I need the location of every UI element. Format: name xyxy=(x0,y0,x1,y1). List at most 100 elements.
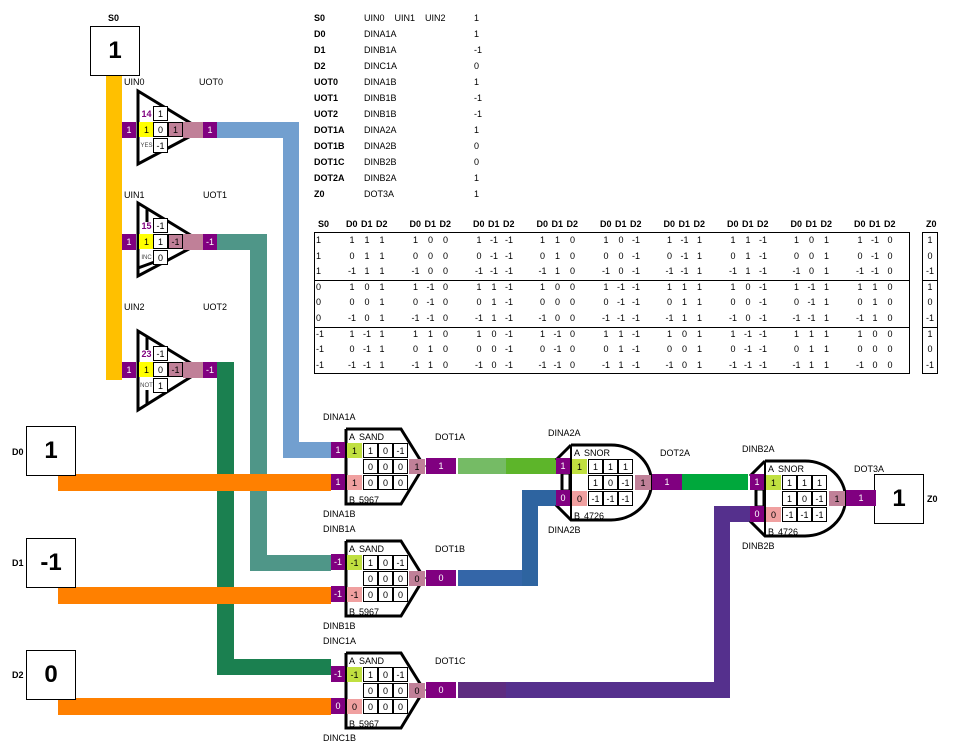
header-d2: D2 xyxy=(439,219,452,229)
table-cell: 1 xyxy=(379,359,385,370)
d1-input[interactable]: -1 xyxy=(26,538,76,588)
table-cell: 1 xyxy=(491,297,497,308)
table-cell: 0 xyxy=(887,297,893,308)
result-cell: 1 xyxy=(829,491,845,506)
table-cell: 1 xyxy=(857,328,863,339)
output-label: DOT2A xyxy=(660,448,691,458)
header-s0: S0 xyxy=(318,219,330,229)
table-cell: -1 xyxy=(504,297,513,308)
truth-cell: 0 xyxy=(363,571,378,586)
table-cell: -1 xyxy=(631,359,640,370)
table-cell: -1 xyxy=(631,281,640,292)
table-cell: 1 xyxy=(412,328,418,339)
table-cell-s0: 0 xyxy=(316,297,322,308)
mapping-targets: DINA1A xyxy=(364,29,397,39)
input-a-label: DINB1A xyxy=(323,524,356,534)
table-cell: 0 xyxy=(569,344,575,355)
uin2-label: UIN2 xyxy=(124,302,145,312)
gate-kind: INC xyxy=(141,254,152,261)
table-cell: 0 xyxy=(491,344,497,355)
table-cell: 1 xyxy=(793,235,799,245)
mapping-value: 0 xyxy=(474,157,480,167)
table-cell: 1 xyxy=(696,297,702,308)
table-cell: 0 xyxy=(539,250,545,261)
s0-input[interactable]: 1 xyxy=(90,26,140,76)
selector-cell: 1 xyxy=(139,362,154,377)
wire-d1 xyxy=(58,587,331,604)
truth-cell: -1 xyxy=(393,443,408,458)
output-label: DOT1B xyxy=(435,544,466,554)
table-cell: 1 xyxy=(539,235,545,245)
result-fill xyxy=(183,362,203,378)
input-b-label: DINA2B xyxy=(548,525,581,535)
table-cell: -1 xyxy=(728,266,737,277)
mapping-value: 0 xyxy=(474,141,480,151)
uin1-label: UIN1 xyxy=(124,190,145,200)
table-cell: -1 xyxy=(631,297,640,308)
table-cell: 0 xyxy=(412,344,418,355)
table-cell: 1 xyxy=(427,328,433,339)
table-top: 1 xyxy=(153,106,168,121)
table-cell: 0 xyxy=(412,250,418,261)
table-cell: -1 xyxy=(474,313,483,323)
header-d0: D0 xyxy=(346,219,358,229)
table-cell-z0: -1 xyxy=(925,313,934,323)
table-cell: -1 xyxy=(601,313,610,323)
truth-cell: 0 xyxy=(363,475,378,490)
wire-dot1c xyxy=(458,682,506,698)
d0-input[interactable]: 1 xyxy=(26,426,76,476)
table-cell: 1 xyxy=(793,281,799,292)
table-cell: 0 xyxy=(666,344,672,355)
truth-cell: 1 xyxy=(363,443,378,458)
table-cell: 1 xyxy=(666,328,672,339)
truth-cell: 1 xyxy=(782,475,797,490)
mapping-targets: DINB1B xyxy=(364,109,397,119)
table-cell: 0 xyxy=(364,281,370,292)
input-pin: 1 xyxy=(122,234,136,250)
truth-cell: 0 xyxy=(393,699,408,714)
input-a-label: DINA1A xyxy=(323,412,356,422)
table-cell: 1 xyxy=(349,235,355,245)
table-cell: -1 xyxy=(855,266,864,277)
table-cell-s0: 1 xyxy=(316,235,322,245)
table-cell-z0: 0 xyxy=(927,250,933,261)
table-cell: 0 xyxy=(887,313,893,323)
wire-uot0 xyxy=(217,122,299,138)
table-cell: -1 xyxy=(489,266,498,277)
wire-dot1c xyxy=(714,506,730,698)
truth-cell: -1 xyxy=(588,491,603,506)
table-cell: -1 xyxy=(792,359,801,370)
table-cell: 0 xyxy=(569,250,575,261)
table-cell-s0: 0 xyxy=(316,281,322,292)
selector-cell: 1 xyxy=(139,234,154,249)
table-cell: 0 xyxy=(442,313,448,323)
table-cell: -1 xyxy=(807,297,816,308)
mapping-targets: DINC1A xyxy=(364,61,398,71)
mapping-source: D0 xyxy=(314,29,326,39)
wire-dot1b xyxy=(522,490,556,506)
gate-name: SAND xyxy=(359,432,385,442)
table-cell: -1 xyxy=(362,328,371,339)
input-pin-a: 1 xyxy=(750,474,764,490)
d2-input[interactable]: 0 xyxy=(26,650,76,700)
table-cell: -1 xyxy=(758,281,767,292)
table-cell: 0 xyxy=(887,235,893,245)
table-cell: 0 xyxy=(681,328,687,339)
gate-code: 5967 xyxy=(359,495,380,505)
mapping-targets: UIN0 UIN1 UIN2 xyxy=(364,13,446,23)
d0-label: D0 xyxy=(12,447,24,457)
table-cell: -1 xyxy=(426,297,435,308)
table-cell: 1 xyxy=(379,281,385,292)
table-cell: 0 xyxy=(442,266,448,277)
table-cell: -1 xyxy=(792,266,801,277)
table-cell: -1 xyxy=(616,297,625,308)
table-cell-s0: 0 xyxy=(316,313,322,323)
truth-cell: 1 xyxy=(363,555,378,570)
header-d0: D0 xyxy=(536,219,549,229)
table-cell: 1 xyxy=(427,344,433,355)
gate-id: 23 xyxy=(141,348,152,359)
table-cell: 0 xyxy=(730,297,736,308)
mapping-targets: DINA2B xyxy=(364,141,397,151)
table-cell: -1 xyxy=(553,344,562,355)
table-cell-z0: 1 xyxy=(927,281,933,292)
